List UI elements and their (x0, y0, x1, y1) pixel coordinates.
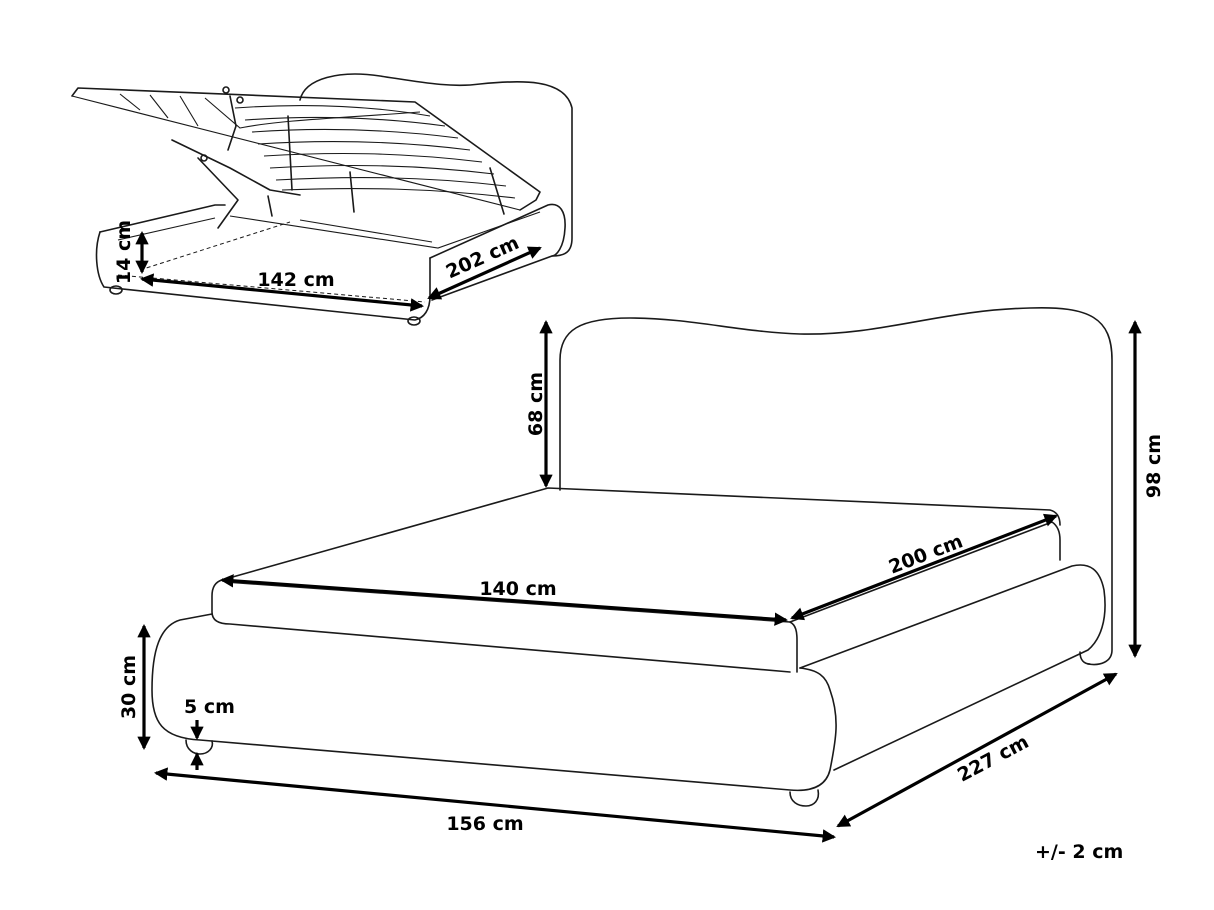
mattress-side-edge (789, 521, 1061, 623)
tolerance-note: +/- 2 cm (1035, 841, 1123, 863)
mattress-top (221, 487, 1061, 581)
storage-foot-front-right (407, 316, 421, 326)
leg-back-right (1079, 651, 1091, 665)
storage-inner-rim (117, 211, 541, 249)
storage-foot-front-left (109, 285, 123, 295)
leg-front-left (185, 739, 214, 755)
frame-front (151, 613, 837, 792)
dim-line-mattress-length (790, 513, 1058, 621)
label-mattress-length: 200 cm (886, 530, 966, 578)
storage-slat-platform (71, 87, 541, 211)
label-leg-height: 5 cm (184, 696, 235, 718)
dim-line-storage-width (139, 273, 425, 312)
label-frame-height: 30 cm (118, 655, 140, 719)
label-headboard-height: 68 cm (525, 372, 547, 436)
storage-frame-left (99, 204, 226, 233)
storage-lift-mechanism (171, 86, 505, 229)
dimension-labels: 14 cm 142 cm 202 cm 68 cm 98 cm 140 cm 2… (113, 220, 1165, 863)
dim-line-total-width (153, 767, 837, 843)
leg-front-right (789, 789, 820, 807)
storage-floor-line (299, 219, 433, 243)
dim-line-mattress-width (219, 574, 789, 626)
dim-line-storage-length (427, 246, 542, 300)
headboard (559, 307, 1113, 666)
label-total-length: 227 cm (954, 731, 1033, 787)
storage-frame-side (429, 203, 566, 301)
main-bed-drawing (151, 307, 1113, 807)
dimension-lines (135, 230, 1142, 843)
storage-slats (119, 93, 516, 199)
label-total-width: 156 cm (446, 813, 523, 835)
label-mattress-width: 140 cm (479, 578, 556, 600)
label-storage-width: 142 cm (257, 269, 334, 291)
storage-bed-drawing (71, 73, 573, 326)
label-total-height: 98 cm (1143, 434, 1165, 498)
storage-headboard (299, 73, 573, 257)
storage-frame-front (95, 231, 431, 321)
label-storage-height: 14 cm (113, 220, 135, 284)
dim-line-total-length (836, 672, 1118, 828)
frame-side (799, 564, 1106, 771)
